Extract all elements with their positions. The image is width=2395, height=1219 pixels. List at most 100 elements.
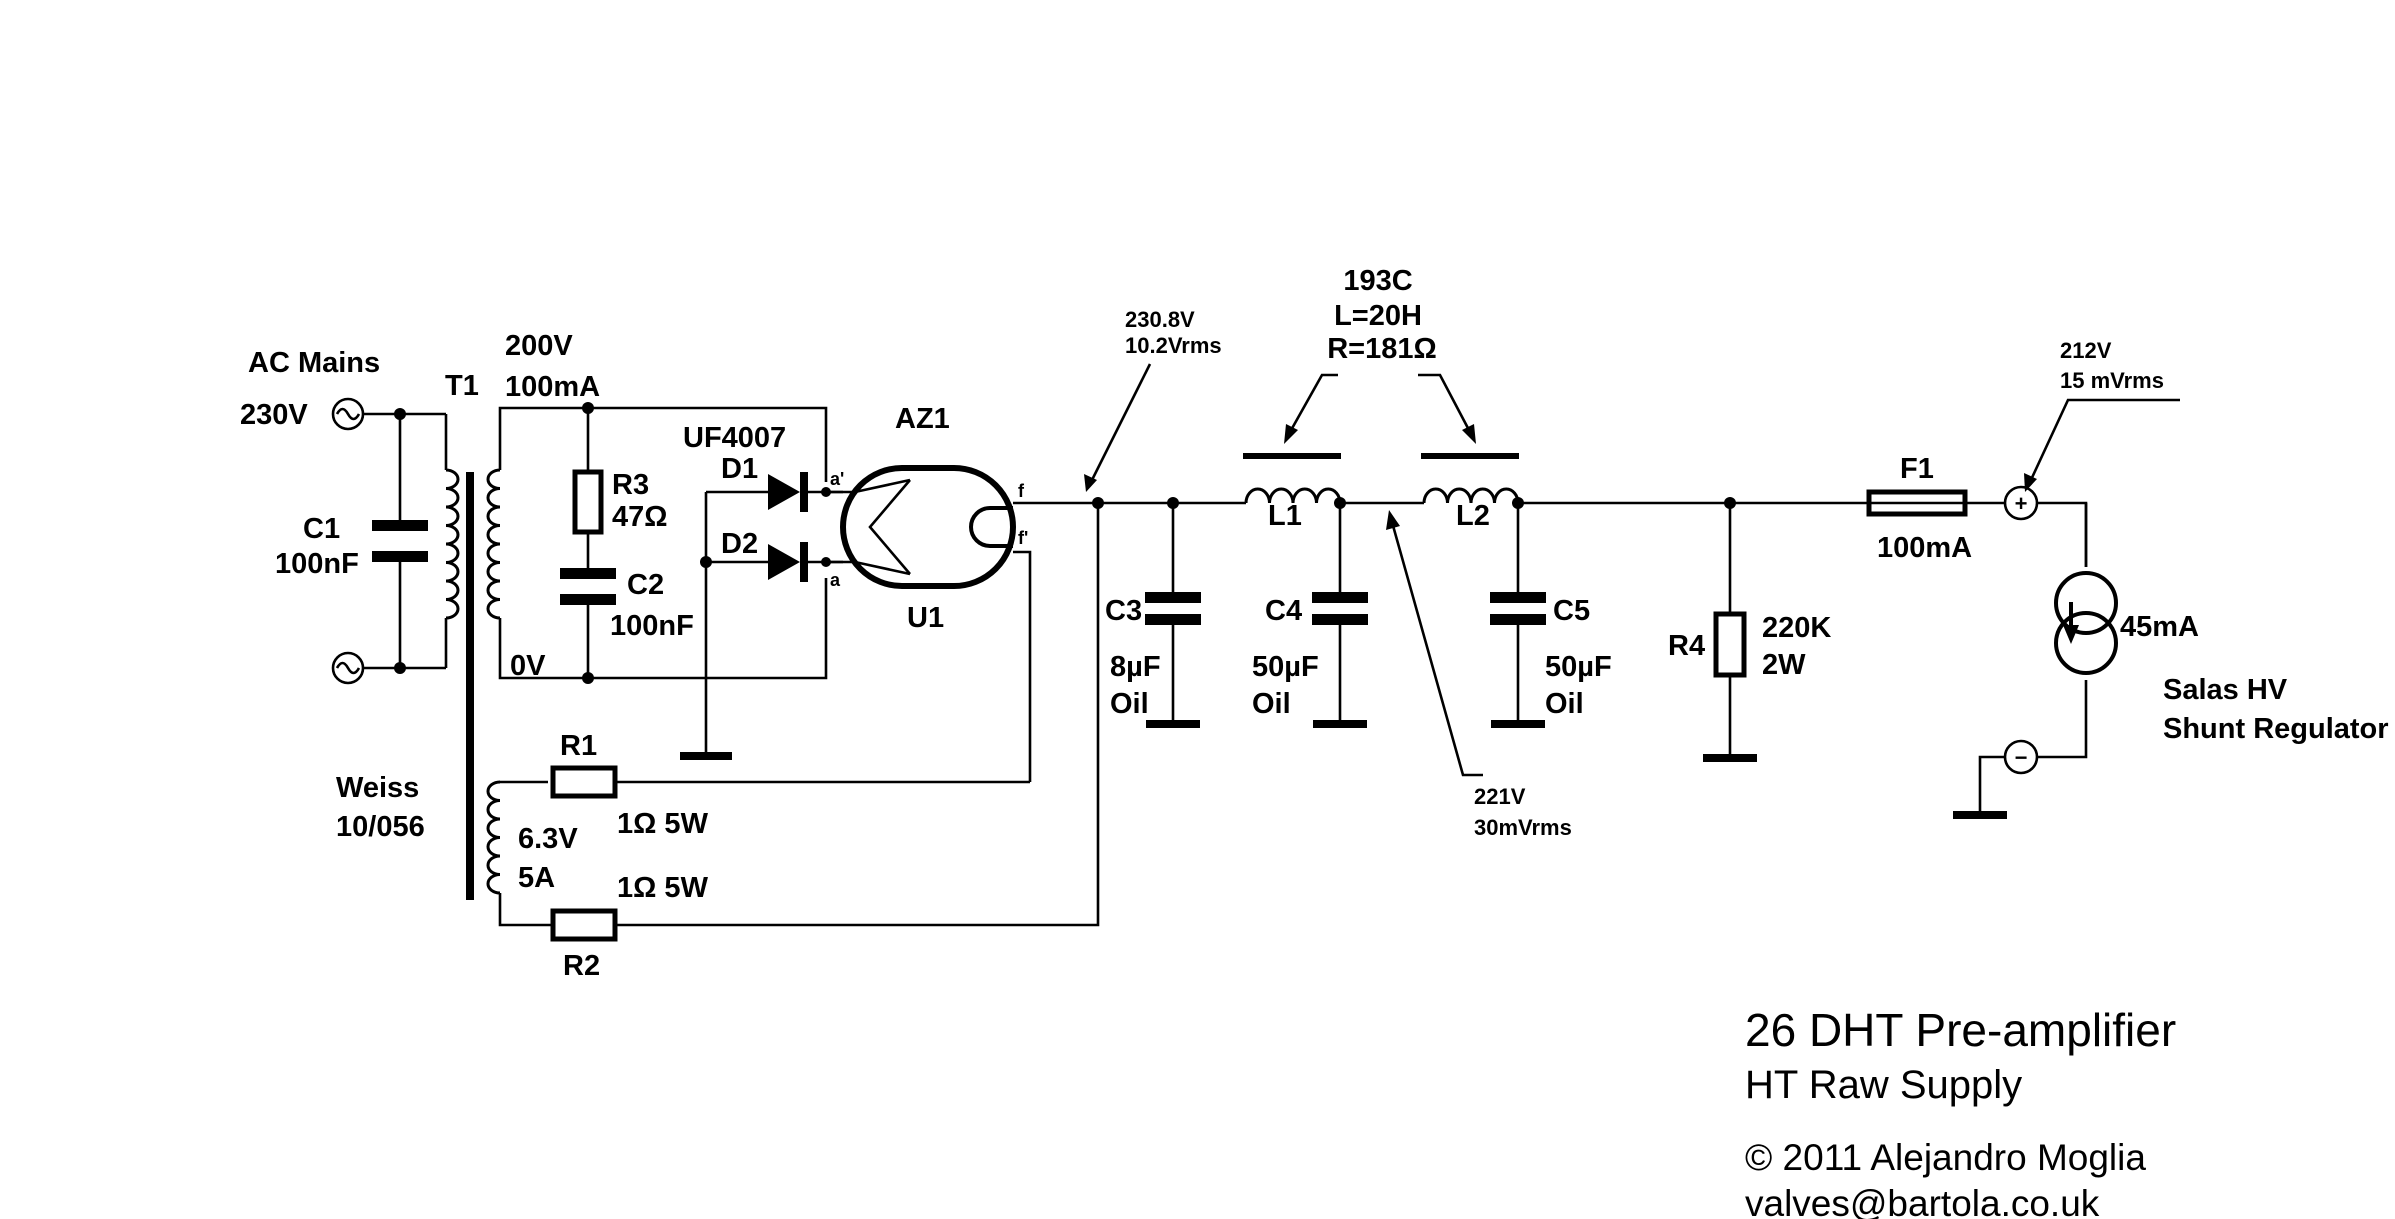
diode-wires — [704, 490, 843, 564]
diode-anode-wires — [808, 490, 843, 564]
r4-power: 2W — [1762, 649, 1806, 681]
d1-diode-icon — [768, 472, 808, 512]
heater-wires — [498, 780, 548, 927]
current-arrow-icon — [2063, 625, 2079, 644]
resistor-r4: R4 220K 2W — [1668, 503, 1831, 762]
pin-f: f — [1018, 481, 1025, 501]
capacitor-c3: C3 8µF Oil — [1105, 503, 1201, 728]
valve-envelope-icon — [840, 465, 1016, 589]
r2-ref: R2 — [563, 950, 600, 982]
c3-value: 8µF — [1110, 651, 1161, 683]
r2-resistor-icon — [550, 908, 618, 942]
t1-ref: T1 — [445, 370, 479, 402]
mains-voltage: 230V — [240, 399, 308, 431]
shunt-regulator: + − 45mA Salas HV Shunt Regulator — [1953, 485, 2389, 819]
r3-ref: R3 — [612, 469, 649, 501]
primary-winding-icon — [445, 468, 460, 620]
choke-resistance: R=181Ω — [1327, 333, 1437, 365]
inductor-l1: L1 — [1243, 453, 1342, 532]
ac-mains-section: AC Mains 230V C1 100nF — [240, 347, 446, 685]
c1-value: 100nF — [275, 548, 359, 580]
meas3-dc: 212V — [2060, 338, 2112, 363]
f1-value: 100mA — [1877, 532, 1972, 564]
fuse-f1: F1 100mA — [1866, 453, 1972, 564]
secondary-ht-winding-icon — [486, 468, 501, 620]
filament-wires — [1013, 501, 1098, 782]
valve-anode-lines — [843, 478, 911, 576]
t1-heater-voltage: 6.3V — [518, 823, 578, 855]
c5-capacitor-icon — [1490, 592, 1546, 603]
d1-ref: D1 — [721, 453, 758, 485]
r1-value: 1Ω 5W — [617, 808, 709, 840]
junction-dot — [821, 557, 831, 567]
capacitor-c4: C4 50µF Oil — [1252, 503, 1368, 728]
ac-source-top-icon — [331, 397, 365, 431]
c1-capacitor-icon — [372, 520, 428, 562]
l1-ref: L1 — [1268, 500, 1302, 532]
meas1-dc: 230.8V — [1125, 307, 1195, 332]
r4-value: 220K — [1762, 612, 1831, 644]
email-line: valves@bartola.co.uk — [1745, 1183, 2100, 1219]
credit-line: © 2011 Alejandro Moglia — [1745, 1137, 2146, 1178]
c5-value: 50µF — [1545, 651, 1612, 683]
capacitor-c5: C5 50µF Oil — [1490, 503, 1612, 728]
valve-filament-icon — [969, 506, 1013, 548]
t1-heater-current: 5A — [518, 862, 555, 894]
r3-resistor-icon — [572, 469, 604, 535]
ac-source-bottom-icon — [331, 651, 365, 685]
c4-value: 50µF — [1252, 651, 1319, 683]
d2-ref: D2 — [721, 528, 758, 560]
meas2-arrowhead — [1386, 510, 1400, 530]
meas1-arrow — [1089, 363, 1152, 483]
c4-type: Oil — [1252, 688, 1291, 720]
c5-capacitor-icon — [1490, 614, 1546, 625]
plus-terminal-icon — [2003, 485, 2039, 521]
t1-ht-voltage: 200V — [505, 330, 573, 362]
pin-a: a — [830, 570, 841, 590]
c3-type: Oil — [1110, 688, 1149, 720]
regulator-type: Shunt Regulator — [2163, 713, 2389, 745]
diagram-title: 26 DHT Pre-amplifier — [1745, 1004, 2176, 1056]
c4-capacitor-icon — [1312, 614, 1368, 625]
r1-resistor-icon — [550, 765, 618, 799]
d2-diode-icon — [768, 542, 808, 582]
diodes-d1-d2: UF4007 D1 D2 — [680, 422, 843, 760]
c2-ref: C2 — [627, 569, 664, 601]
r2-value: 1Ω 5W — [617, 872, 709, 904]
junction-dot — [394, 408, 406, 420]
regulator-name: Salas HV — [2163, 674, 2288, 706]
c4-capacitor-icon — [1312, 592, 1368, 603]
junction-dot — [394, 662, 406, 674]
meas3-arrow — [2028, 398, 2180, 483]
c2-capacitor-icon — [560, 568, 616, 579]
c3-capacitor-icon — [1145, 592, 1201, 603]
mains-label: AC Mains — [248, 347, 380, 379]
measurement-point-3: 212V 15 mVrms — [2024, 338, 2180, 492]
minus-sign: − — [2015, 745, 2028, 770]
transformer-t1: T1 200V 100mA 0V Weiss 10/056 6.3V 5A — [336, 330, 828, 927]
r4-resistor-icon — [1713, 611, 1747, 678]
heater-feed-wires — [548, 503, 1100, 927]
meas3-ac: 15 mVrms — [2060, 368, 2164, 393]
meas2-ac: 30mVrms — [1474, 815, 1572, 840]
c2-value: 100nF — [610, 610, 694, 642]
t1-model: 10/056 — [336, 811, 425, 843]
l1-inductor-icon — [1244, 487, 1342, 504]
mains-wires — [363, 412, 446, 670]
diagram-subtitle: HT Raw Supply — [1745, 1063, 2022, 1107]
meas1-arrowhead — [1084, 474, 1097, 492]
choke-arrowhead-l1 — [1284, 424, 1298, 444]
choke-info: 193C L=20H R=181Ω — [1284, 265, 1476, 444]
valve-ref: U1 — [907, 602, 944, 634]
t1-make: Weiss — [336, 772, 419, 804]
c3-ref: C3 — [1105, 595, 1142, 627]
l2-inductor-icon — [1422, 487, 1520, 504]
heater-resistors: R1 1Ω 5W 1Ω 5W R2 — [548, 503, 1100, 982]
junction-dot — [1092, 497, 1104, 509]
junction-dot — [582, 402, 594, 414]
heater-winding-icon — [486, 780, 501, 895]
valve-electrodes — [868, 479, 911, 575]
regulator-current: 45mA — [2120, 611, 2199, 643]
plus-sign: + — [2015, 491, 2028, 516]
